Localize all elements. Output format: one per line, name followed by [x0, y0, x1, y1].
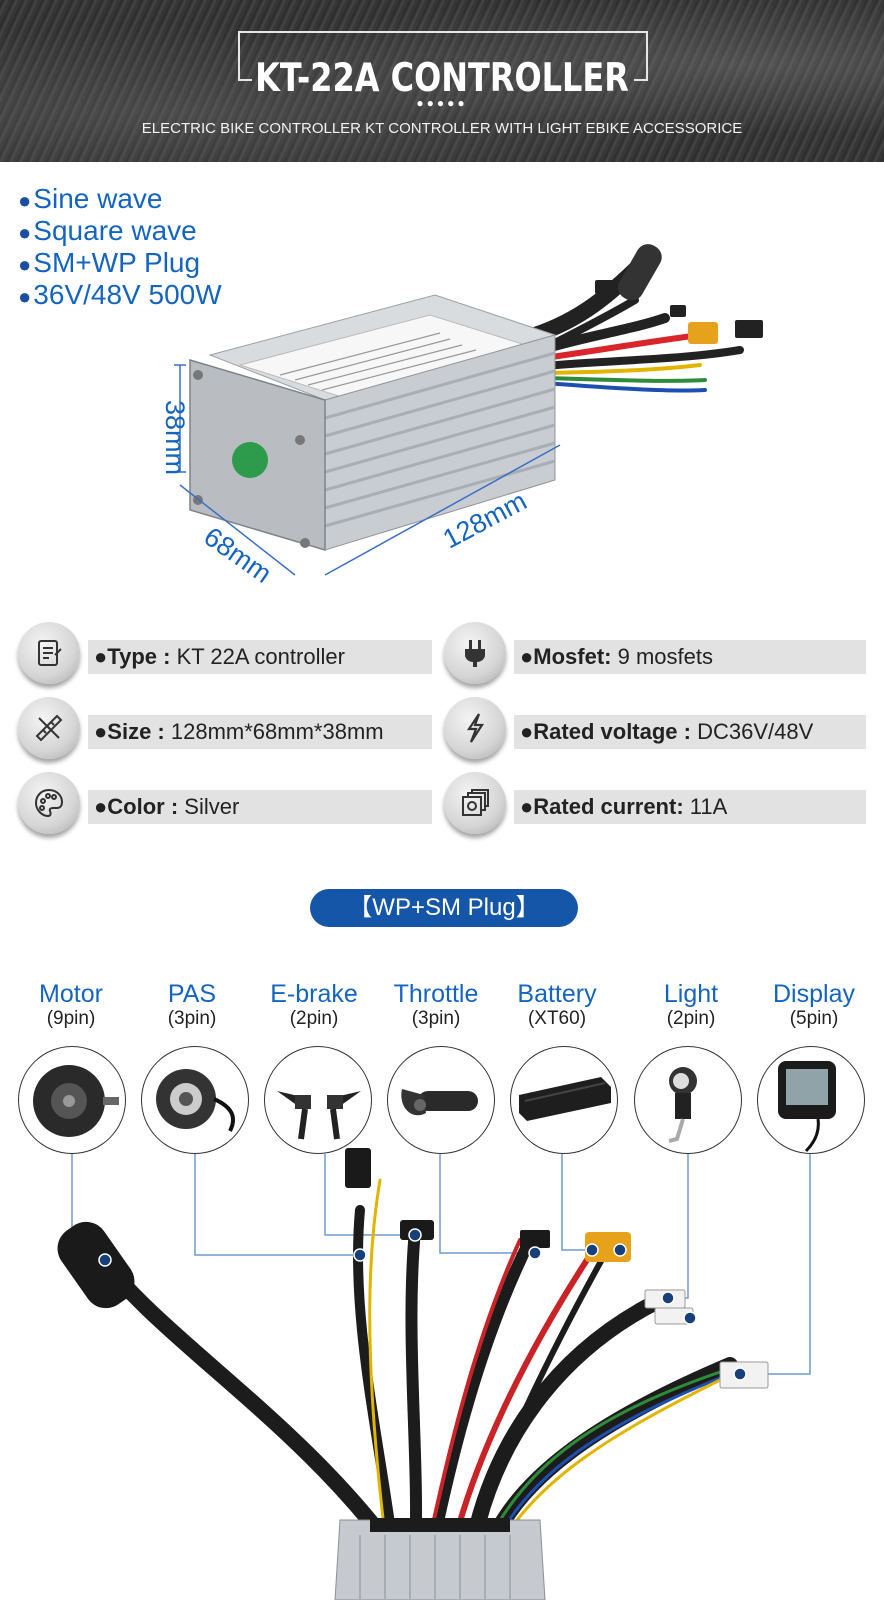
plug-icon [444, 622, 506, 684]
black-connector [735, 320, 763, 338]
spec-value: Silver [178, 794, 240, 819]
screw [295, 435, 305, 445]
small-connector [595, 280, 615, 294]
heat-fins [359, 1535, 511, 1600]
page-title: KT-22A CONTROLLER [255, 56, 629, 101]
connection-dots [98, 1228, 747, 1381]
screw [300, 538, 310, 548]
pas-sensor-image [141, 1046, 249, 1154]
spec-rated-current: ●Rated current: 11A [444, 772, 866, 834]
spec-bar: ●Size : 128mm*68mm*38mm [88, 715, 432, 749]
palette-icon [18, 772, 80, 834]
feature-item: ●Square wave [18, 215, 197, 246]
component-pin-battery: (XT60) [527, 1008, 587, 1029]
spec-bar: ●Color : Silver [88, 790, 432, 824]
feature-item: ●Sine wave [18, 183, 163, 214]
small-connector [670, 305, 686, 317]
motor-image [18, 1046, 126, 1154]
plug-type-badge: 【WP+SM Plug】 [310, 889, 578, 927]
spec-value: DC36V/48V [690, 719, 814, 744]
component-pin-display: (5pin) [789, 1008, 839, 1029]
spec-type: ●Type : KT 22A controller [18, 622, 432, 684]
title-dots: ●●●●● [416, 96, 468, 110]
spec-label: ●Type : [94, 644, 171, 669]
wiring-diagram [57, 1148, 811, 1600]
header-banner: KT-22A CONTROLLER ●●●●● ELECTRIC BIKE CO… [0, 0, 884, 162]
feature-item: ●SM+WP Plug [18, 247, 201, 278]
lightning-icon [444, 697, 506, 759]
document-edit-icon [18, 622, 80, 684]
xt60-connector [688, 322, 718, 344]
spec-label: ●Color : [94, 794, 179, 819]
component-name-motor: Motor [39, 980, 103, 1008]
chip-stack-icon [444, 772, 506, 834]
heat-fins [324, 351, 556, 528]
pas-connector [345, 1148, 371, 1188]
spec-bar: ●Rated current: 11A [514, 790, 866, 824]
display-image [757, 1046, 865, 1154]
component-name-pas: PAS [167, 980, 217, 1008]
screw [193, 370, 203, 380]
spec-rated-voltage: ●Rated voltage : DC36V/48V [444, 697, 866, 759]
throttle-connector [520, 1230, 550, 1248]
spec-label: ●Mosfet: [520, 644, 612, 669]
cable-sleeve [618, 244, 662, 301]
title-frame [238, 31, 648, 81]
dimension-lines [174, 364, 561, 576]
green-sticker [232, 442, 268, 478]
spec-color: ●Color : Silver [18, 772, 432, 834]
spec-value: 11A [683, 794, 728, 819]
feature-list: ●Sine wave ●Square wave ●SM+WP Plug ●36V… [18, 184, 222, 312]
dimension-height: 38mm [160, 400, 190, 476]
component-pin-light: (2pin) [666, 1008, 716, 1029]
component-name-throttle: Throttle [393, 980, 479, 1008]
ruler-pencil-icon [18, 697, 80, 759]
component-name-battery: Battery [517, 980, 597, 1008]
throttle-image [387, 1046, 495, 1154]
component-name-light: Light [663, 980, 719, 1008]
ebrake-levers-image [264, 1046, 372, 1154]
component-pin-throttle: (3pin) [411, 1008, 461, 1029]
light-image [634, 1046, 742, 1154]
spec-bar: ●Mosfet: 9 mosfets [514, 640, 866, 674]
spec-value: 9 mosfets [611, 644, 713, 669]
label-text-lines [279, 332, 477, 391]
component-pin-pas: (3pin) [167, 1008, 217, 1029]
component-name-display: Display [773, 980, 855, 1008]
cable-grommet [370, 1518, 510, 1532]
component-name-ebrake: E-brake [270, 980, 358, 1008]
motor-connector [57, 1221, 135, 1309]
spec-value: 128mm*68mm*38mm [164, 719, 384, 744]
battery-image [510, 1046, 618, 1154]
spec-bar: ●Type : KT 22A controller [88, 640, 432, 674]
spec-size: ●Size : 128mm*68mm*38mm [18, 697, 432, 759]
controller-image [174, 244, 763, 576]
component-pin-ebrake: (2pin) [289, 1008, 339, 1029]
component-pin-motor: (9pin) [46, 1008, 96, 1029]
banner-subtitle: ELECTRIC BIKE CONTROLLER KT CONTROLLER W… [141, 120, 743, 137]
spec-label: ●Size : [94, 719, 165, 744]
spec-label: ●Rated voltage : [520, 719, 691, 744]
spec-label: ●Rated current: [520, 794, 684, 819]
spec-bar: ●Rated voltage : DC36V/48V [514, 715, 866, 749]
feature-item: ●36V/48V 500W [18, 279, 222, 310]
spec-mosfet: ●Mosfet: 9 mosfets [444, 622, 866, 684]
spec-value: KT 22A controller [170, 644, 345, 669]
